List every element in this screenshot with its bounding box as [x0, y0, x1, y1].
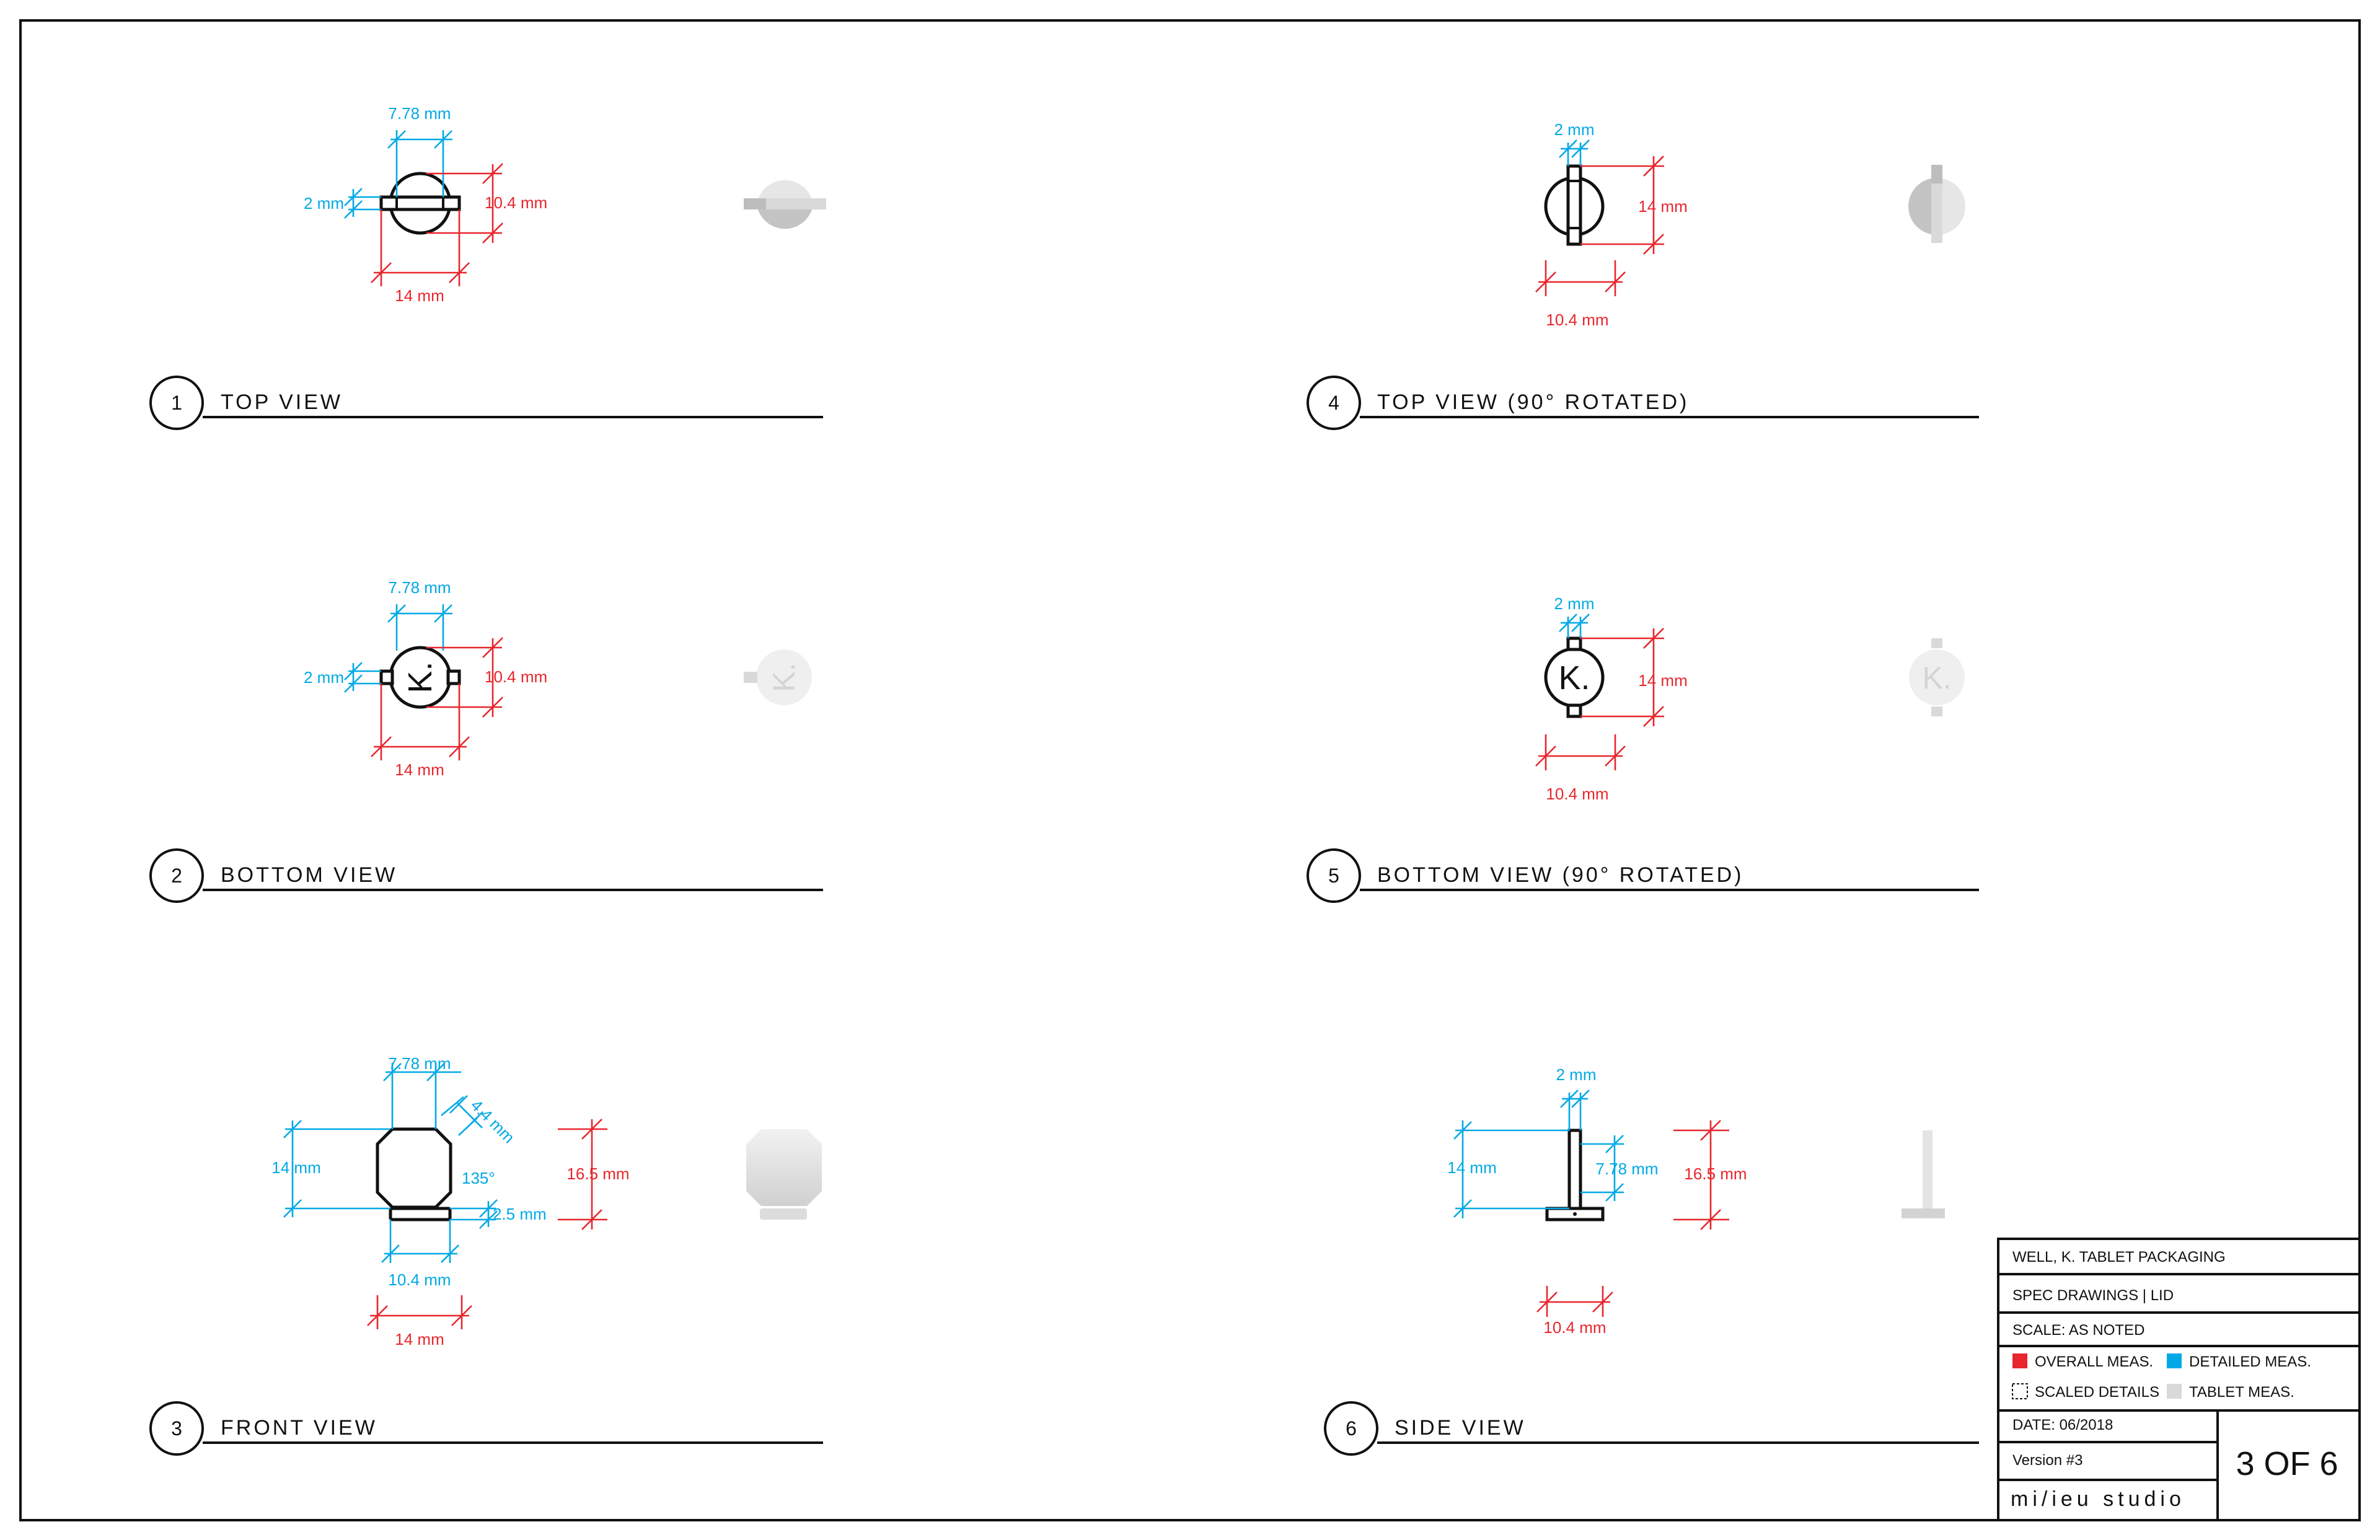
dim-tab: 2 mm	[1554, 120, 1595, 139]
view-title: FRONT VIEW	[221, 1416, 377, 1440]
view-title: TOP VIEW	[221, 390, 343, 414]
legend-swatch-detailed	[2167, 1353, 2182, 1368]
dim-tab: 2 mm	[1554, 594, 1595, 613]
lid-bar	[379, 195, 461, 211]
view-label-3: 3 FRONT VIEW	[149, 1401, 823, 1456]
lid-stem	[1567, 1129, 1582, 1210]
project-name: WELL, K. TABLET PACKAGING	[2012, 1249, 2226, 1265]
view-bottom-rotated: K. 2 mm 14 mm 10.4 mm K.	[1535, 594, 1965, 803]
tablet-render	[1908, 165, 1965, 243]
dim-detail-width: 7.78 mm	[388, 1054, 451, 1073]
studio-name: mi/ieu studio	[2011, 1487, 2185, 1511]
view-title: SIDE VIEW	[1395, 1416, 1526, 1440]
sheet-border	[19, 19, 2361, 1521]
lid-base	[389, 1207, 452, 1221]
dim-height: 14 mm	[1638, 197, 1687, 216]
dim-tab: 2 mm	[1556, 1065, 1597, 1084]
legend-swatch-tablet	[2167, 1384, 2182, 1399]
legend-swatch-scaled	[2012, 1383, 2028, 1399]
dim-left-height: 14 mm	[1447, 1158, 1496, 1177]
svg-text:6: 6	[1346, 1417, 1357, 1440]
dim-height: 14 mm	[1638, 671, 1687, 690]
dim-overall-height: 16.5 mm	[566, 1164, 629, 1183]
dim-overall-width: 14 mm	[395, 286, 444, 305]
page-number: 3 OF 6	[2236, 1445, 2338, 1482]
logo-mark: K.	[1558, 659, 1590, 697]
dim-detail-height: 7.78 mm	[1595, 1159, 1658, 1178]
tablet-render: K.	[744, 649, 812, 705]
dim-overall-height: 16.5 mm	[1684, 1164, 1747, 1183]
legend: OVERALL MEAS. DETAILED MEAS. SCALED DETA…	[2012, 1353, 2311, 1401]
legend-label-detailed: DETAILED MEAS.	[2189, 1353, 2311, 1370]
view-label-6: 6 SIDE VIEW	[1324, 1401, 1979, 1456]
legend-label-tablet: TABLET MEAS.	[2189, 1384, 2294, 1401]
view-label-5: 5 BOTTOM VIEW (90° ROTATED)	[1307, 848, 1979, 903]
dim-overall-width: 14 mm	[395, 1330, 444, 1349]
view-title: BOTTOM VIEW	[221, 863, 397, 887]
dim-overall-width: 14 mm	[395, 760, 444, 779]
tablet-render	[744, 180, 826, 229]
view-top-rotated: 2 mm 14 mm 10.4 mm	[1535, 120, 1965, 329]
legend-label-overall: OVERALL MEAS.	[2035, 1353, 2153, 1370]
svg-text:K.: K.	[767, 662, 801, 692]
dim-detail-width: 7.78 mm	[388, 578, 451, 597]
svg-text:K.: K.	[1922, 661, 1951, 695]
dim-angle: 135°	[462, 1169, 495, 1187]
view-title: BOTTOM VIEW (90° ROTATED)	[1377, 863, 1744, 887]
legend-swatch-overall	[2012, 1353, 2027, 1368]
dim-tab: 2 mm	[304, 194, 344, 213]
view-label-4: 4 TOP VIEW (90° ROTATED)	[1307, 376, 1979, 430]
dim-height: 10.4 mm	[485, 667, 547, 686]
view-label-1: 1 TOP VIEW	[149, 376, 823, 430]
dim-height: 10.4 mm	[485, 193, 547, 212]
view-title: TOP VIEW (90° ROTATED)	[1377, 390, 1689, 414]
version: Version #3	[2012, 1452, 2082, 1469]
dim-width: 10.4 mm	[1543, 1318, 1606, 1337]
date: DATE: 06/2018	[2012, 1417, 2113, 1433]
view-side: 2 mm 14 mm 7.78 mm 16.5 mm 10.4 mm	[1447, 1065, 1945, 1337]
dim-detail-width: 7.78 mm	[388, 104, 451, 123]
dim-left-height: 14 mm	[271, 1158, 320, 1177]
title-block: WELL, K. TABLET PACKAGING SPEC DRAWINGS …	[1997, 1238, 2361, 1521]
drawing-name: SPEC DRAWINGS | LID	[2012, 1287, 2174, 1304]
legend-label-scaled: SCALED DETAILS	[2035, 1384, 2159, 1401]
dim-base-width: 10.4 mm	[388, 1270, 451, 1289]
dim-tab: 2 mm	[304, 668, 344, 687]
tablet-render: K.	[1909, 638, 1965, 716]
dim-base: 2.5 mm	[493, 1205, 547, 1223]
dim-width: 10.4 mm	[1546, 785, 1608, 803]
scale-note: SCALE: AS NOTED	[2012, 1322, 2144, 1339]
lid-bar	[1566, 164, 1582, 246]
dim-width: 10.4 mm	[1546, 310, 1608, 329]
tablet-render	[746, 1129, 822, 1220]
svg-text:1: 1	[171, 392, 182, 414]
svg-text:3: 3	[171, 1417, 182, 1440]
view-front: 7.78 mm 4.4 mm 14 mm 135° 2.5 mm 16.5 mm…	[271, 1054, 822, 1349]
svg-text:4: 4	[1328, 392, 1339, 414]
logo-mark: K.	[402, 661, 439, 693]
svg-text:K.: K.	[402, 661, 439, 693]
lid-octagon	[376, 1127, 452, 1209]
tablet-render	[1902, 1130, 1945, 1218]
view-top: 7.78 mm 2 mm 10.4 mm 14 mm	[304, 104, 826, 305]
view-bottom: K. 7.78 mm 2 mm 10.4 mm 14 mm K.	[304, 578, 812, 779]
view-label-2: 2 BOTTOM VIEW	[149, 848, 823, 903]
svg-text:5: 5	[1328, 865, 1339, 887]
svg-text:2: 2	[171, 865, 182, 887]
